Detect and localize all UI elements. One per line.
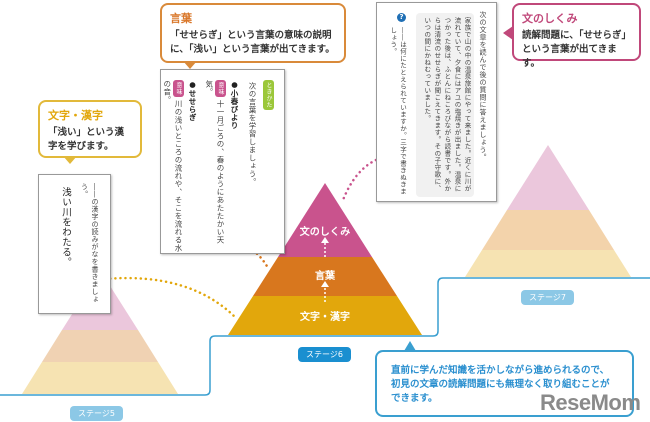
stage-badge-5: ステージ5 (70, 406, 123, 421)
shikumi-question: ――は何にたとえられていますか。三字で書きぬきましょう。 (388, 27, 407, 195)
pyramid-stage6 (228, 183, 422, 335)
moji-sentence: 浅い川をわたる。 (60, 187, 71, 267)
pyramid6-bottom (228, 296, 422, 335)
pyramid6-top (278, 183, 372, 257)
kotoba-word2: ●せせらぎ (188, 80, 197, 122)
worksheet-shikumi: 次の文章を読んで後の質問に答えましょう。 家族で山の中の温泉旅館にやって来ました… (376, 2, 497, 202)
kotoba-meaning1: 十一月ごろの、春のようにあたたかい天気。 (204, 80, 225, 244)
worksheet-kotoba: ときかた 次の言葉を学習しましょう。 ●小春びより 意味 十一月ごろの、春のよう… (160, 69, 285, 254)
callout-pointer (404, 341, 416, 351)
pyramid-label-moji: 文字・漢字 (300, 312, 350, 323)
callout-moji: 文字・漢字 「浅い」という漢字を学びます。 (38, 100, 142, 158)
connector-shikumi (341, 158, 378, 202)
kotoba-meaning2: 川の浅いところの流れや、そこを流れる水の音。 (162, 80, 183, 252)
pyramid7-top (507, 145, 589, 210)
kotoba-instruction: 次の言葉を学習しましょう。 (248, 82, 257, 186)
worksheet-moji: ――の漢字の読みがなを書きましょう。 浅い川をわたる。 (38, 174, 111, 314)
tag-tokikata: ときかた (263, 80, 274, 110)
shikumi-passage: 家族で山の中の温泉旅館にやって来ました。近くに川が流れていて、夕食にはアユの塩焼… (422, 17, 471, 192)
callout-pointer (63, 156, 77, 164)
tag-meaning: 意味 (215, 80, 226, 97)
callout-kotoba-text: 「せせらぎ」という言葉の意味の説明に、「浅い」という言葉が出てきます。 (170, 30, 335, 55)
pyramid5-bottom (22, 362, 178, 394)
callout-shikumi-title: 文のしくみ (522, 12, 578, 25)
tag-meaning: 意味 (173, 80, 184, 97)
pyramid-label-shikumi: 文のしくみ (299, 227, 351, 238)
pyramid7-bottom (465, 250, 631, 277)
callout-moji-title: 文字・漢字 (48, 109, 103, 122)
callout-shikumi-text: 読解問題に、「せせらぎ」という言葉が出てきます。 (522, 30, 631, 69)
question-icon: ? (397, 13, 406, 22)
resemom-logo: ReseMom (540, 390, 641, 415)
callout-kotoba-title: 言葉 (170, 12, 192, 25)
staircase-line (0, 277, 650, 396)
kotoba-word1: ●小春びより (230, 80, 239, 130)
pyramid6-mid (253, 257, 397, 296)
callout-kotoba: 言葉 「せせらぎ」という言葉の意味の説明に、「浅い」という言葉が出てきます。 (160, 3, 346, 63)
callout-pointer (503, 26, 513, 40)
moji-instruction: ――の漢字の読みがなを書きましょう。 (80, 183, 100, 303)
pyramid-label-kotoba: 言葉 (315, 271, 335, 282)
pyramid5-mid (42, 330, 158, 362)
connector-moji (103, 276, 238, 320)
pyramid7-mid (482, 210, 614, 250)
pyramid-stage5 (22, 270, 178, 394)
callout-summary: 直前に学んだ知識を活かしながら進められるので、初見の文章の読解問題にも無理なく取… (375, 350, 634, 417)
stage-badge-6: ステージ6 (298, 347, 351, 362)
callout-pointer (183, 61, 197, 69)
callout-moji-text: 「浅い」という漢字を学びます。 (48, 127, 125, 152)
pyramid-stage7 (465, 145, 631, 277)
stage-badge-7: ステージ7 (521, 290, 574, 305)
shikumi-instruction: 次の文章を読んで後の質問に答えましょう。 (479, 11, 487, 161)
callout-summary-text: 直前に学んだ知識を活かしながら進められるので、初見の文章の読解問題にも無理なく取… (391, 365, 610, 404)
callout-shikumi: 文のしくみ 読解問題に、「せせらぎ」という言葉が出てきます。 (512, 3, 641, 69)
